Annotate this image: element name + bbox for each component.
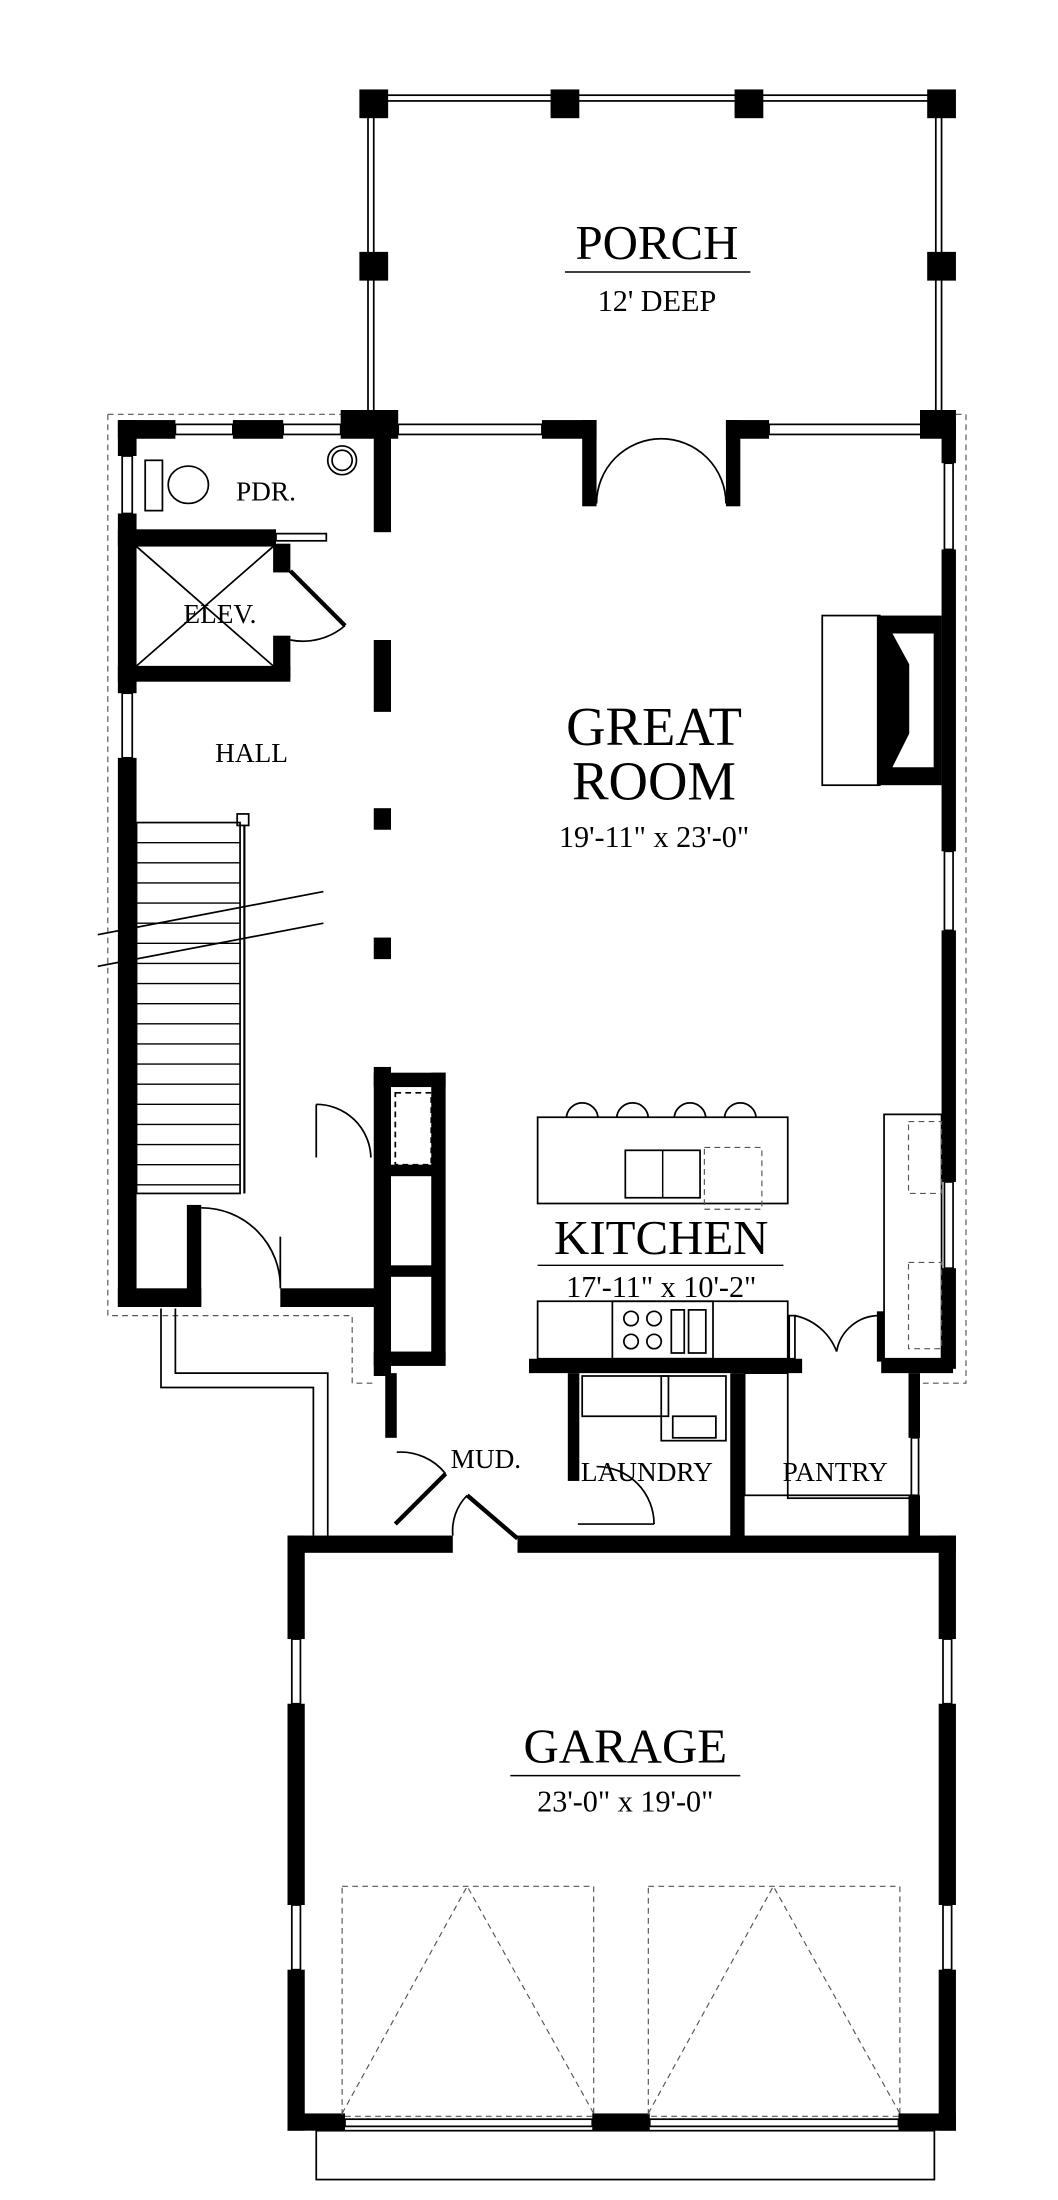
exterior-walls	[117, 410, 956, 1376]
porch-label: PORCH	[575, 215, 738, 270]
porch-size: 12' DEEP	[598, 284, 717, 318]
porch-post	[359, 89, 389, 119]
hall-label: HALL	[215, 738, 288, 768]
powder-room	[144, 445, 358, 512]
porch-post	[927, 89, 956, 119]
garage-label: GARAGE	[524, 1719, 728, 1774]
great-room-size: 19'-11" x 23'-0"	[559, 820, 749, 854]
porch-post	[359, 251, 389, 281]
garage	[287, 1264, 956, 2181]
stairs[interactable]	[97, 813, 324, 1195]
porch-post	[734, 89, 764, 119]
porch	[359, 89, 956, 419]
great-room-label: GREAT	[566, 696, 742, 757]
elevator	[117, 529, 347, 682]
porch-post	[550, 89, 580, 119]
fireplace	[821, 614, 942, 787]
great-room-label-2: ROOM	[572, 751, 736, 812]
laundry-label: LAUNDRY	[581, 1457, 713, 1487]
elevator-label: ELEV.	[183, 599, 256, 629]
pdr-label: PDR.	[236, 477, 296, 507]
footprint-outline	[107, 413, 967, 1384]
kitchen-island	[536, 1102, 789, 1210]
kitchen-size: 17'-11" x 10'-2"	[566, 1270, 756, 1304]
closet-doors	[186, 1091, 433, 1306]
porch-post	[927, 251, 956, 281]
kitchen-label: KITCHEN	[554, 1210, 768, 1265]
garage-size: 23'-0" x 19'-0"	[537, 1785, 713, 1819]
pantry-label: PANTRY	[783, 1457, 888, 1487]
mud-label: MUD.	[451, 1444, 522, 1474]
service-rooms	[160, 1308, 920, 1541]
kitchen-counter	[529, 1113, 954, 1374]
